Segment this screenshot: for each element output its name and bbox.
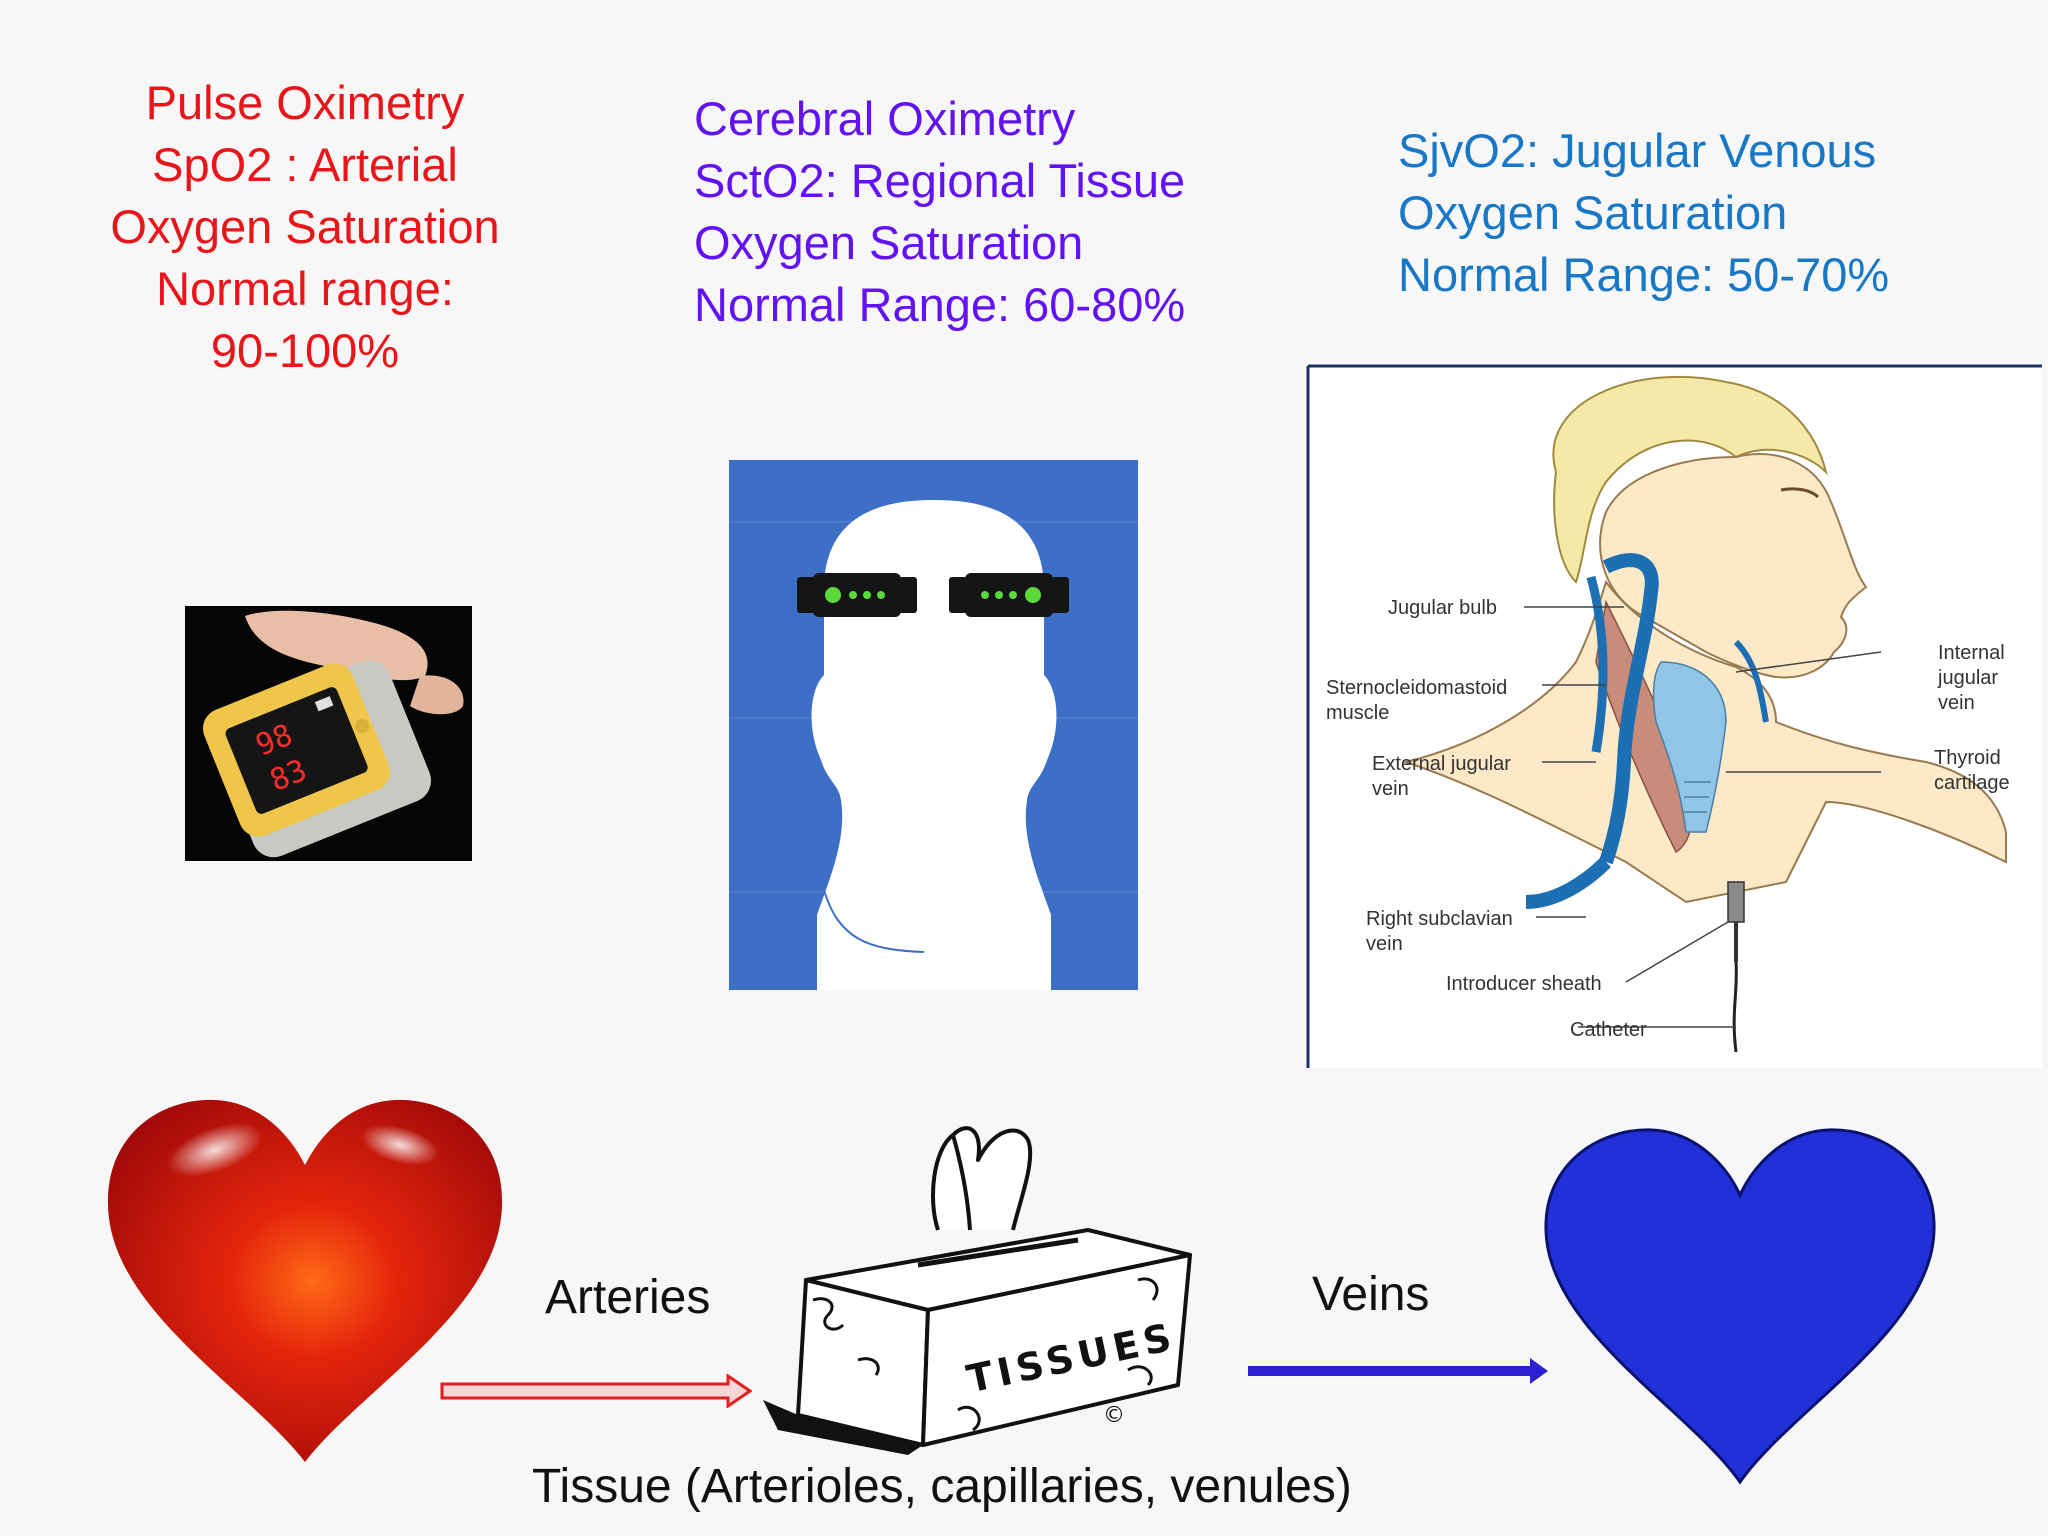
copyright-mark: ©	[1103, 1403, 1125, 1428]
pulse-line-1: Pulse Oximetry	[145, 76, 465, 129]
label-subclavian-1: Right subclavian	[1366, 908, 1513, 930]
label-catheter: Catheter	[1570, 1019, 1647, 1041]
label-subclavian-2: vein	[1366, 933, 1403, 955]
red-heart-icon	[107, 1099, 503, 1462]
cerebral-line-2: SctO2: Regional Tissue	[694, 154, 1186, 207]
pulse-line-5: 90-100%	[210, 324, 400, 377]
left-sensor-icon	[797, 573, 917, 617]
cerebral-line-1: Cerebral Oximetry	[694, 92, 1076, 145]
tissue-caption: Tissue (Arterioles, capillaries, venules…	[532, 1460, 1352, 1513]
neck-anatomy-icon: Jugular bulb Sternocleidomastoid muscle …	[1306, 362, 2042, 1068]
cerebral-oximetry-text: Cerebral Oximetry SctO2: Regional Tissue…	[694, 88, 1185, 336]
pulse-line-2: SpO2 : Arterial	[152, 138, 458, 191]
right-sensor-icon	[949, 573, 1069, 617]
label-scm-2: muscle	[1326, 702, 1389, 724]
label-ext-jug-1: External jugular	[1372, 753, 1511, 775]
veins-arrow-icon	[1248, 1358, 1548, 1384]
label-int-jug-2: jugular	[1937, 667, 1998, 689]
cerebral-line-3: Oxygen Saturation	[694, 216, 1084, 269]
jugular-line-1: SjvO2: Jugular Venous	[1398, 124, 1877, 177]
jugular-line-2: Oxygen Saturation	[1398, 186, 1788, 239]
pulse-oximetry-text: Pulse Oximetry SpO2 : Arterial Oxygen Sa…	[80, 72, 530, 382]
label-scm-1: Sternocleidomastoid	[1326, 677, 1507, 699]
label-thyroid-2: cartilage	[1934, 772, 2010, 794]
veins-label: Veins	[1312, 1268, 1430, 1321]
jugular-oximetry-text: SjvO2: Jugular Venous Oxygen Saturation …	[1398, 120, 1889, 306]
label-introducer-sheath: Introducer sheath	[1446, 973, 1602, 995]
arteries-arrow-icon	[440, 1374, 752, 1408]
label-int-jug-3: vein	[1938, 692, 1975, 714]
label-jugular-bulb: Jugular bulb	[1388, 597, 1497, 619]
label-ext-jug-2: vein	[1372, 778, 1409, 800]
label-int-jug-1: Internal	[1938, 642, 2005, 664]
cerebral-sensor-head-icon	[729, 460, 1138, 990]
tissue-box-icon: TISSUES ©	[763, 1126, 1192, 1455]
jugular-line-3: Normal Range: 50-70%	[1398, 248, 1890, 301]
pulse-oximeter-icon: 98 83	[185, 606, 472, 861]
blue-heart-icon	[1544, 1128, 1936, 1485]
cerebral-line-4: Normal Range: 60-80%	[694, 278, 1186, 331]
arteries-label: Arteries	[545, 1271, 711, 1324]
pulse-line-4: Normal range:	[156, 262, 454, 315]
label-thyroid-1: Thyroid	[1934, 747, 2001, 769]
pulse-line-3: Oxygen Saturation	[110, 200, 500, 253]
